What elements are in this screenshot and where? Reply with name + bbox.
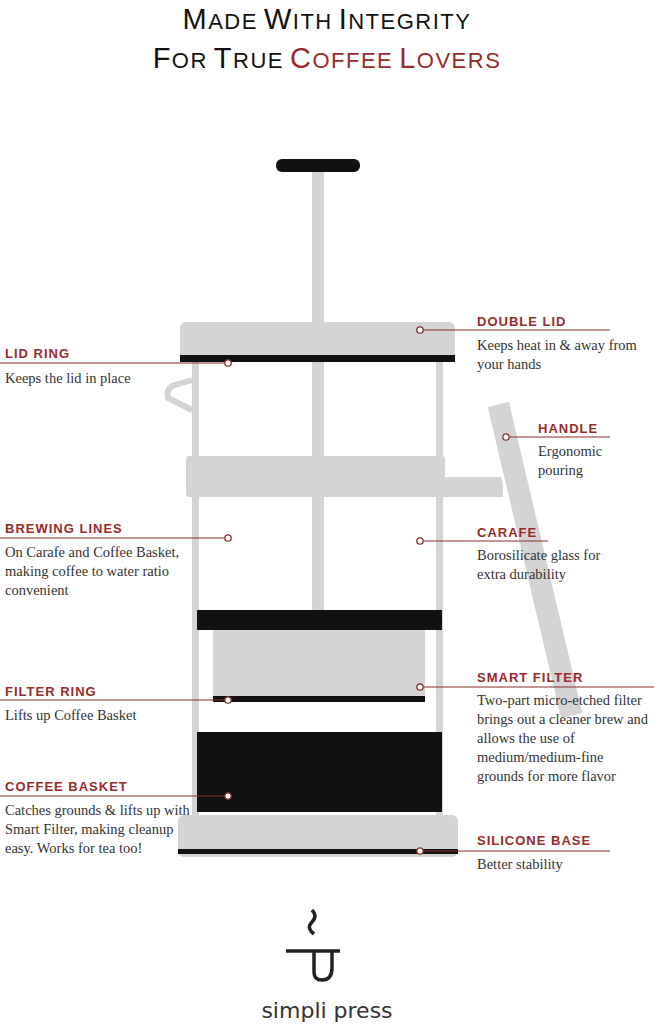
title: MADE WITH INTEGRITYFOR TRUE COFFEE LOVER…: [0, 2, 654, 80]
part-name: HANDLE: [538, 421, 598, 436]
part-name: LID RING: [5, 346, 70, 361]
part-name: CARAFE: [477, 525, 537, 540]
brand-name: simpli press: [227, 998, 427, 1023]
logo-icon: [286, 910, 340, 980]
part-name: BREWING LINES: [5, 521, 123, 536]
part-name: FILTER RING: [5, 684, 97, 699]
part-description: Catches grounds & lifts up with Smart Fi…: [5, 801, 195, 858]
part-description: Ergonomic pouring: [538, 442, 618, 480]
part-description: Better stability: [477, 855, 627, 874]
part-name: COFFEE BASKET: [5, 779, 128, 794]
part-description: On Carafe and Coffee Basket, making coff…: [5, 543, 180, 600]
part-description: Two-part micro-etched filter brings out …: [477, 691, 649, 786]
part-description: Keeps heat in & away from your hands: [477, 336, 637, 374]
part-name: SILICONE BASE: [477, 833, 591, 848]
part-description: Lifts up Coffee Basket: [5, 706, 225, 725]
part-description: Keeps the lid in place: [5, 369, 225, 388]
part-name: DOUBLE LID: [477, 314, 566, 329]
part-description: Borosilicate glass for extra durability: [477, 546, 617, 584]
part-name: SMART FILTER: [477, 670, 583, 685]
